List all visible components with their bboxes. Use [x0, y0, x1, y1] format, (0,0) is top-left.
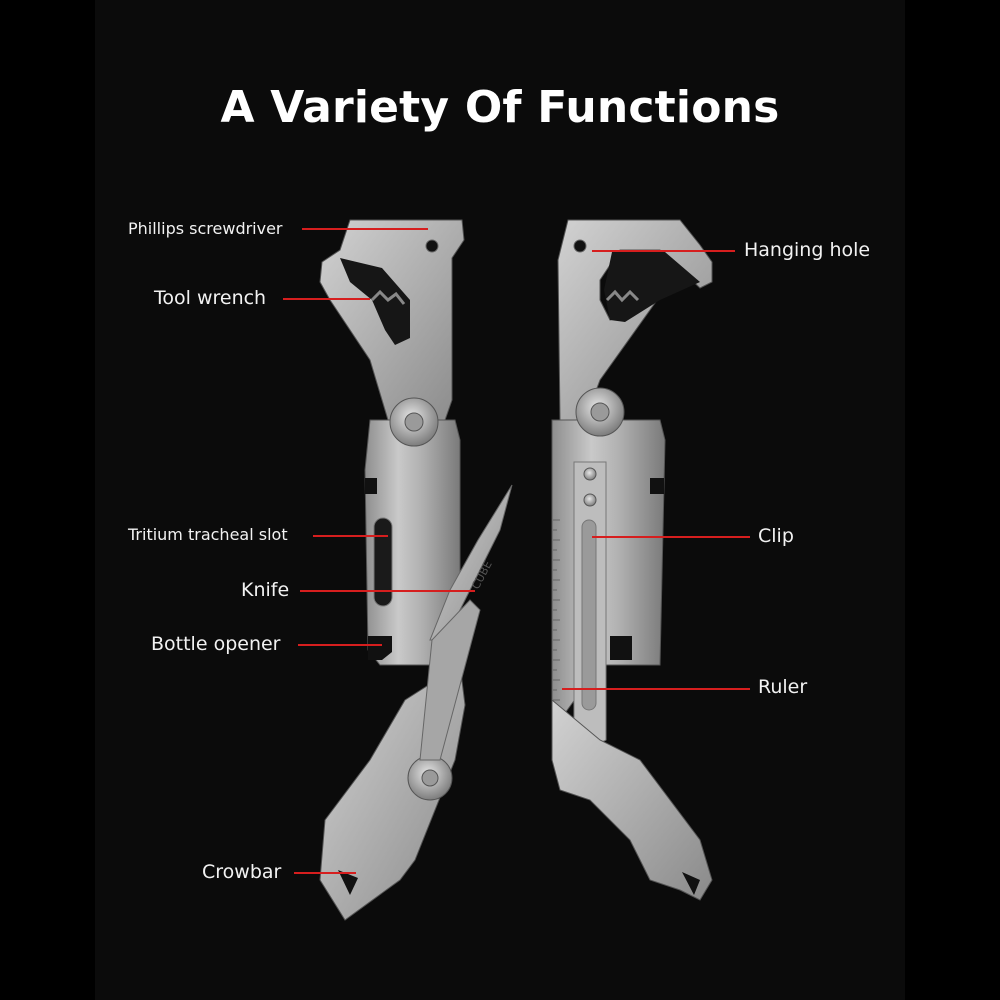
label-bottle-opener: Bottle opener — [151, 633, 281, 655]
leader-line — [302, 228, 428, 230]
leader-line — [562, 688, 750, 690]
label-clip: Clip — [758, 525, 794, 547]
page-title: A Variety Of Functions — [220, 82, 780, 133]
leader-line — [300, 590, 475, 592]
leader-line — [298, 644, 382, 646]
label-tritium-tracheal-slot: Tritium tracheal slot — [128, 525, 288, 544]
label-phillips-screwdriver: Phillips screwdriver — [128, 219, 283, 238]
label-hanging-hole: Hanging hole — [744, 239, 871, 261]
label-knife: Knife — [241, 579, 290, 601]
right-tool — [551, 219, 713, 901]
leader-line — [592, 536, 750, 538]
background-panel — [95, 0, 905, 1000]
leader-line — [313, 535, 388, 537]
leader-line — [283, 298, 370, 300]
label-ruler: Ruler — [758, 676, 808, 698]
label-tool-wrench: Tool wrench — [154, 287, 267, 309]
leader-line — [592, 250, 735, 252]
leader-line — [294, 872, 356, 874]
left-tool: CUBE — [319, 219, 513, 921]
label-crowbar: Crowbar — [202, 861, 282, 883]
